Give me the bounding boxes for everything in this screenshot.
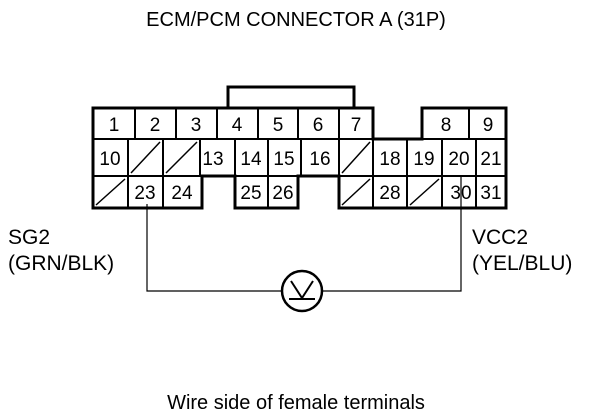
unused-cavity-12 [165,141,198,174]
right-probe-lead [323,176,462,292]
cavity-grid [93,108,506,208]
pin-label: 26 [272,183,293,204]
voltmeter-icon [280,269,324,313]
diagram-caption: Wire side of female terminals [167,392,425,414]
pin-label: 25 [240,183,261,204]
pin-label: 7 [351,115,362,136]
pin-label: 18 [379,149,400,170]
unused-cavity-marks [95,141,440,206]
pin-label: 5 [273,115,284,136]
unused-cavity-27 [341,178,371,206]
pin-label: 9 [483,115,494,136]
left-probe-name: SG2 [8,226,50,249]
pin-label: 31 [480,183,501,204]
right-probe-wire: (YEL/BLU) [472,252,572,275]
locking-tab [226,85,356,108]
diagram-title: ECM/PCM CONNECTOR A (31P) [146,9,446,31]
pin-label: 4 [232,115,243,136]
pin-label: 15 [273,149,294,170]
unused-cavity-29 [409,178,440,206]
unused-cavity-22 [95,178,126,206]
left-probe-wire: (GRN/BLK) [8,252,114,275]
pin-label: 19 [413,149,434,170]
pin-label: 2 [150,115,161,136]
pin-label: 6 [313,115,324,136]
pin-label: 3 [191,115,202,136]
pin-label: 10 [99,149,120,170]
pin-label: 16 [309,149,330,170]
pin-label: 28 [379,183,400,204]
pin-row-1: 1 2 3 4 5 6 7 8 9 [109,115,494,136]
pin-row-3: 23 24 25 26 28 30 31 [134,183,501,204]
pin-label: 13 [202,149,223,170]
unused-cavity-17 [341,141,371,174]
pin-row-2: 10 13 14 15 16 18 19 20 21 [99,149,501,170]
pin-label: 23 [134,183,155,204]
probe-wiring [146,176,462,292]
pin-label: 1 [109,115,120,136]
pin-label: 14 [240,149,262,170]
pin-label: 24 [171,183,193,204]
left-probe-lead [146,204,281,292]
pin-label: 21 [480,149,501,170]
pin-label: 20 [448,149,469,170]
unused-cavity-11 [130,141,161,174]
pin-label: 8 [441,115,452,136]
right-probe-name: VCC2 [472,226,528,249]
